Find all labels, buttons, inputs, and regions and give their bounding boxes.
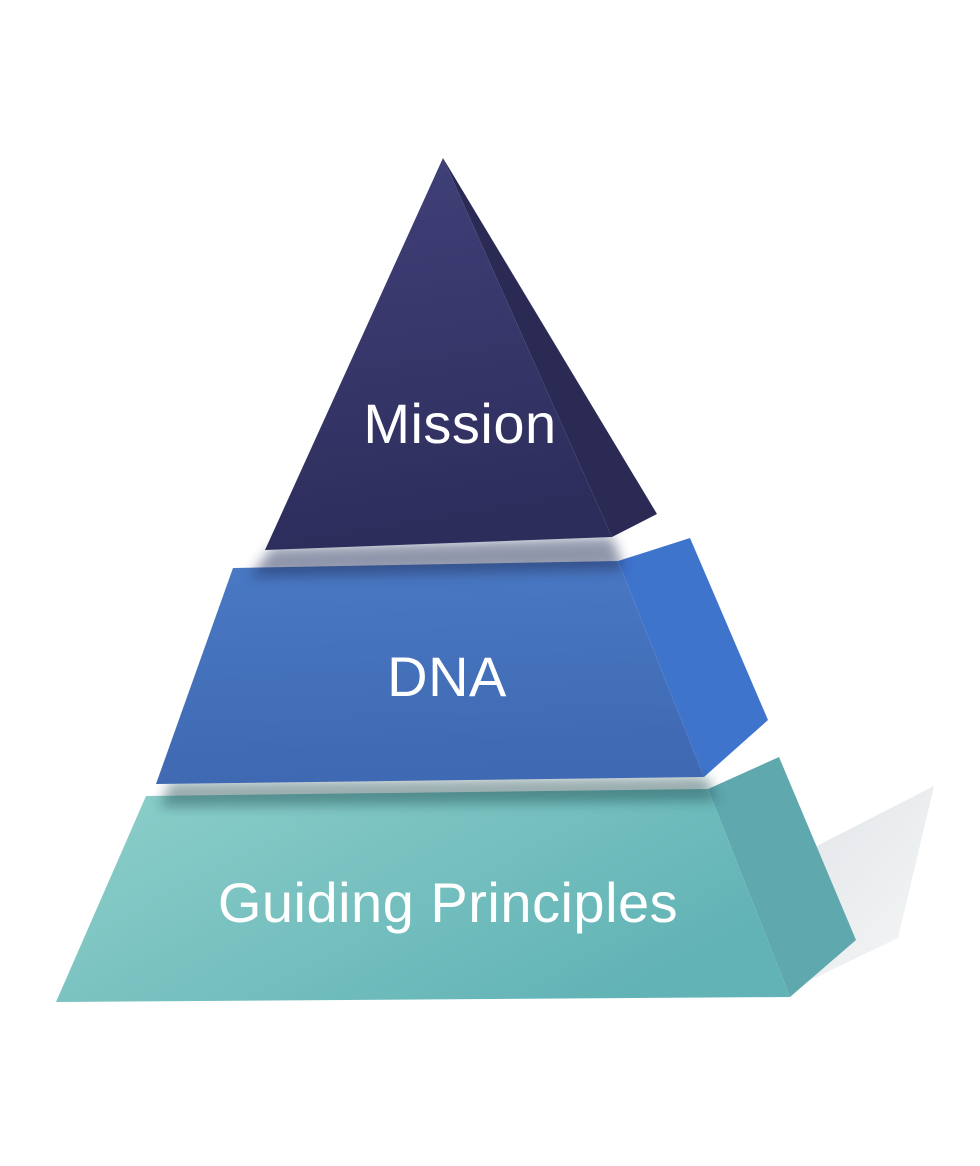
guiding-principles-label: Guiding Principles (218, 871, 678, 934)
dna-label: DNA (387, 645, 507, 708)
dna-drop-shadow (160, 776, 718, 807)
guiding-principles-side-face (708, 757, 856, 997)
dna-front-face (156, 561, 704, 784)
mission-side-face (443, 158, 657, 537)
mission-label: Mission (363, 392, 556, 455)
guiding-principles-front-face (56, 789, 790, 1002)
dna-side-face (618, 538, 768, 777)
mission-front-face (265, 158, 612, 550)
